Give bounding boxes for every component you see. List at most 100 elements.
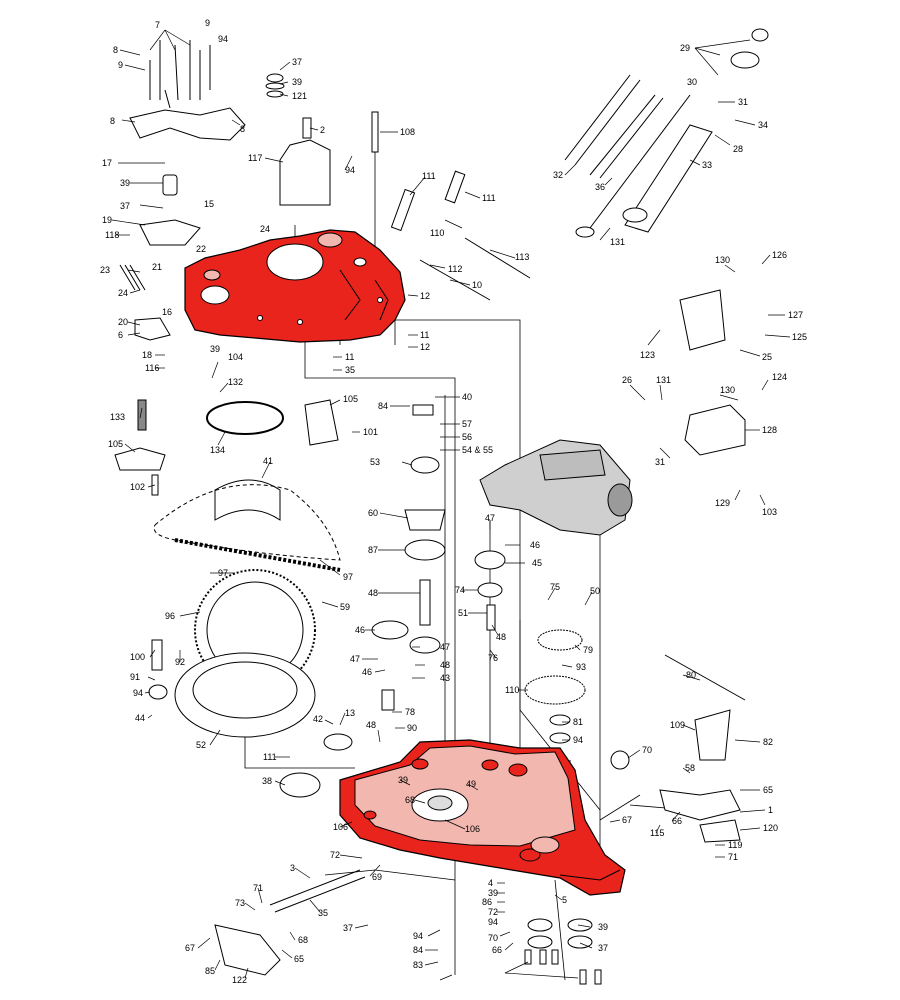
callout: 37 xyxy=(343,923,353,933)
callout: 91 xyxy=(130,672,140,682)
callout: 42 xyxy=(313,714,323,724)
callout: 43 xyxy=(440,673,450,683)
callout: 39 xyxy=(120,178,130,188)
callout: 46 xyxy=(355,625,365,635)
callout: 118 xyxy=(105,230,119,240)
callout: 72 xyxy=(488,907,498,917)
callout: 68 xyxy=(405,795,415,805)
callout: 94 xyxy=(573,735,583,745)
callout: 11 xyxy=(345,352,354,362)
callout: 39 xyxy=(210,344,220,354)
callout: 85 xyxy=(205,966,215,976)
callout: 92 xyxy=(175,657,185,667)
callout: 8 xyxy=(240,124,245,134)
callout: 110 xyxy=(505,685,519,695)
callout: 23 xyxy=(100,265,110,275)
callout: 54 & 55 xyxy=(462,445,493,455)
callout: 96 xyxy=(165,611,175,621)
callout: 30 xyxy=(687,77,697,87)
lower-gear-housing xyxy=(339,739,626,896)
callout: 5 xyxy=(562,895,567,905)
callout: 57 xyxy=(462,419,472,429)
callout: 29 xyxy=(680,43,690,53)
callout: 24 xyxy=(118,288,128,298)
callout: 37 xyxy=(598,943,608,953)
callout: 24 xyxy=(260,224,270,234)
callout: 113 xyxy=(515,252,529,262)
callout: 70 xyxy=(488,933,498,943)
callout: 50 xyxy=(590,586,600,596)
callout: 112 xyxy=(448,264,462,274)
callout: 37 xyxy=(292,57,302,67)
callout: 134 xyxy=(210,445,225,455)
callout: 130 xyxy=(720,385,735,395)
callout: 103 xyxy=(762,507,777,517)
callout: 70 xyxy=(642,745,652,755)
callout: 31 xyxy=(655,457,665,467)
callout: 84 xyxy=(413,945,423,955)
callout: 53 xyxy=(370,457,380,467)
callout: 46 xyxy=(530,540,540,550)
callout: 38 xyxy=(262,776,272,786)
callout: 111 xyxy=(422,171,436,181)
callout: 131 xyxy=(656,375,671,385)
callout: 10 xyxy=(472,280,482,290)
callout: 68 xyxy=(298,935,308,945)
callout: 100 xyxy=(130,652,145,662)
callout: 49 xyxy=(466,779,476,789)
callout: 105 xyxy=(343,394,358,404)
callout: 86 xyxy=(482,897,492,907)
callout: 105 xyxy=(108,439,123,449)
callout: 65 xyxy=(763,785,773,795)
callout: 106 xyxy=(333,822,348,832)
callout: 132 xyxy=(228,377,243,387)
callout: 84 xyxy=(378,401,388,411)
callout: 81 xyxy=(573,717,583,727)
callout: 108 xyxy=(400,127,415,137)
callout: 94 xyxy=(488,917,498,927)
callout: 94 xyxy=(413,931,423,941)
callout: 35 xyxy=(345,365,355,375)
callout: 124 xyxy=(772,372,787,382)
callout: 40 xyxy=(462,392,472,402)
callout: 47 xyxy=(350,654,360,664)
callout: 65 xyxy=(294,954,304,964)
callout: 71 xyxy=(728,852,738,862)
callout: 97 xyxy=(218,568,228,578)
callout: 125 xyxy=(792,332,807,342)
callout: 48 xyxy=(366,720,376,730)
callout: 6 xyxy=(118,330,123,340)
callout: 130 xyxy=(715,255,730,265)
callout: 34 xyxy=(758,120,768,130)
callout: 120 xyxy=(763,823,778,833)
callout: 8 xyxy=(110,116,115,126)
callout: 121 xyxy=(292,91,307,101)
callout: 123 xyxy=(640,350,655,360)
callout: 79 xyxy=(583,645,593,655)
callout: 32 xyxy=(553,170,563,180)
callout: 8 xyxy=(113,45,118,55)
callout: 110 xyxy=(430,228,444,238)
callout: 58 xyxy=(685,763,695,773)
callout: 111 xyxy=(482,193,496,203)
callout: 48 xyxy=(440,660,450,670)
callout-labels: 7 9 8 9 8 8 94 37 39 121 2 108 117 94 17… xyxy=(100,18,807,985)
callout: 21 xyxy=(152,262,162,272)
callout: 39 xyxy=(598,922,608,932)
callout: 129 xyxy=(715,498,730,508)
mechanical-parts xyxy=(114,28,769,985)
callout: 66 xyxy=(492,945,502,955)
callout: 3 xyxy=(290,863,295,873)
callout: 37 xyxy=(120,201,130,211)
callout: 47 xyxy=(440,642,450,652)
callout: 69 xyxy=(372,872,382,882)
callout: 78 xyxy=(405,707,415,717)
callout: 59 xyxy=(340,602,350,612)
callout: 119 xyxy=(728,840,742,850)
callout: 94 xyxy=(133,688,143,698)
callout: 117 xyxy=(248,153,262,163)
callout: 102 xyxy=(130,482,145,492)
callout: 74 xyxy=(455,585,465,595)
callout: 20 xyxy=(118,317,128,327)
